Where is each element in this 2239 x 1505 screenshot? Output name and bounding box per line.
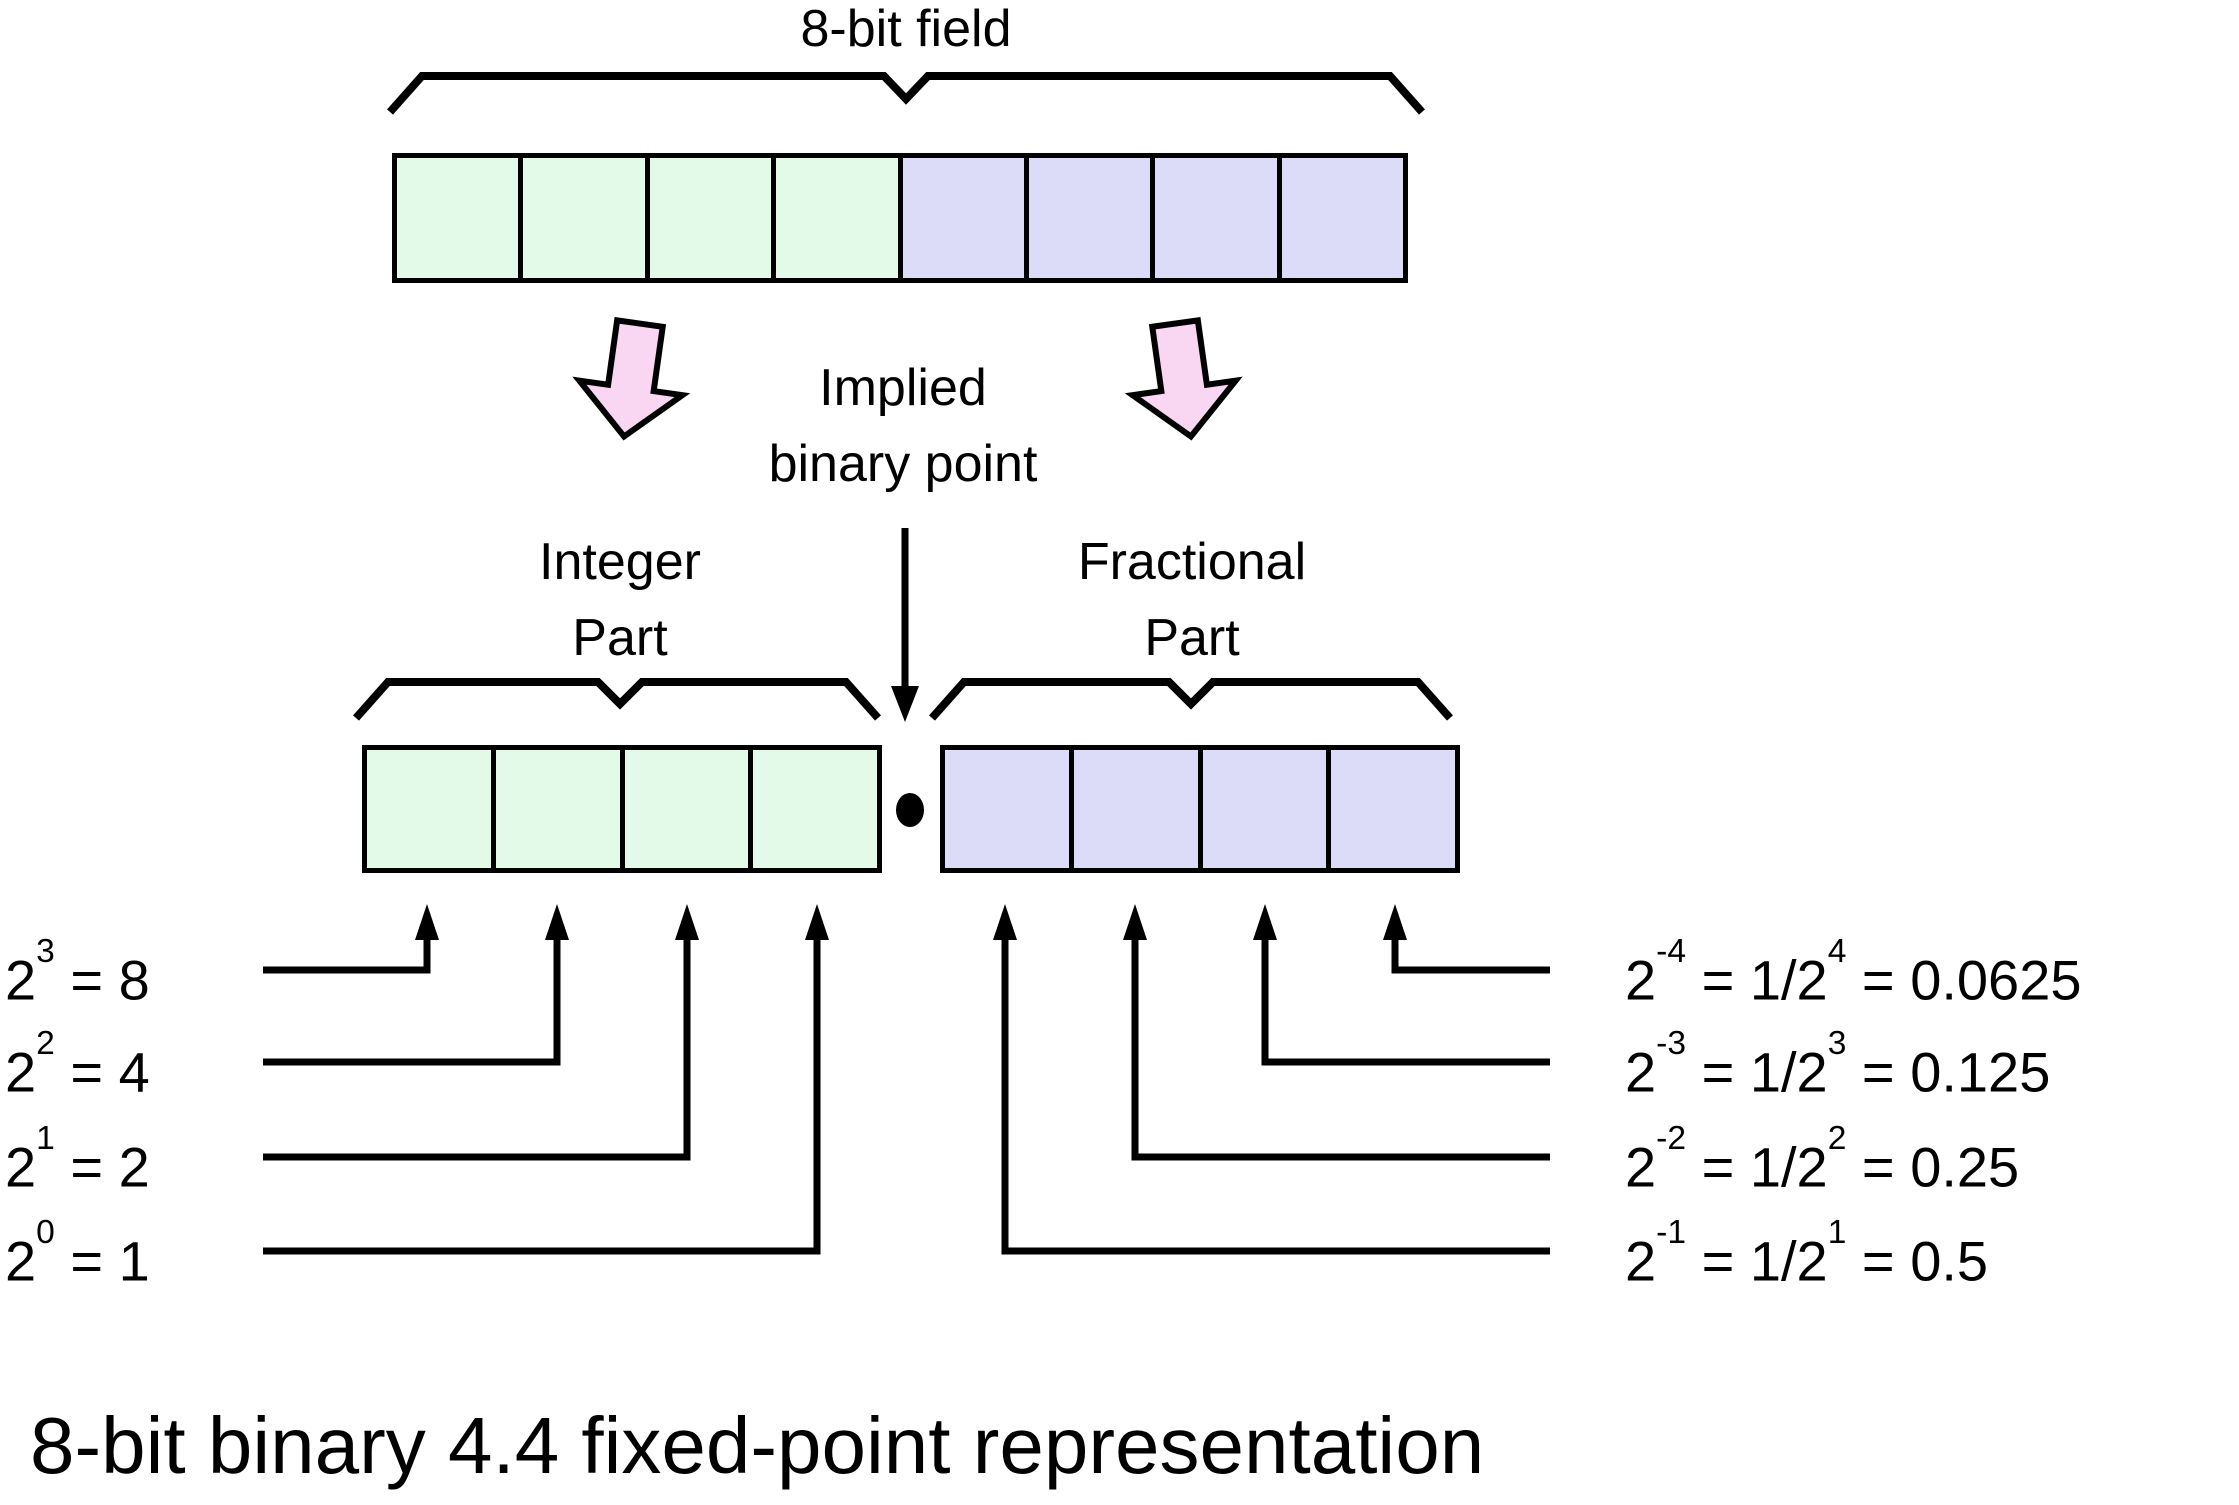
top-brace — [387, 72, 1425, 115]
integer-part-line1: Integer — [539, 533, 701, 591]
implied-line1: Implied — [819, 359, 987, 417]
fractional-part-line2: Part — [1144, 609, 1240, 667]
connector-frac-5 — [993, 904, 1550, 1255]
integer-weight-label-8: 23 = 8 — [5, 932, 150, 1012]
implied-line2: binary point — [768, 435, 1038, 493]
connector-frac-125 — [1253, 904, 1550, 1066]
fraction-weight-label-25: 2-2 = 1/22 = 0.25 — [1625, 1119, 2020, 1199]
pink-down-arrow-right — [1124, 316, 1243, 441]
bit-cell-frac-25 — [1023, 158, 1151, 278]
bit-field-row — [392, 153, 1408, 283]
bit-cell-int-1 — [771, 158, 898, 278]
integer-weight-label-1: 20 = 1 — [5, 1213, 150, 1293]
integer-part-row — [362, 745, 882, 873]
implied-point-arrow — [891, 528, 919, 722]
integer-brace — [353, 678, 881, 721]
connector-int-4 — [263, 904, 569, 1066]
fractional-part-row — [940, 745, 1460, 873]
fractional-part-line1: Fractional — [1077, 533, 1307, 591]
bit-cell-int-8 — [397, 158, 519, 278]
integer-weight-label-4: 22 = 4 — [5, 1024, 150, 1104]
integer-weight-label-2: 21 = 2 — [5, 1119, 150, 1199]
integer-part-line2: Part — [572, 609, 668, 667]
binary-point-dot — [896, 793, 924, 827]
bit-cell — [1197, 750, 1327, 868]
bit-cell — [619, 750, 749, 868]
pink-down-arrow-left — [572, 316, 691, 441]
bit-cell-frac-5 — [897, 158, 1024, 278]
implied-binary-point-label: Implied binary point — [769, 350, 1038, 502]
fractional-brace — [929, 678, 1453, 721]
bit-cell — [748, 750, 877, 868]
bit-cell — [490, 750, 620, 868]
fraction-weight-label-0625: 2-4 = 1/24 = 0.0625 — [1625, 932, 2082, 1012]
diagram-caption: 8-bit binary 4.4 fixed-point representat… — [30, 1401, 1485, 1490]
bit-cell — [1068, 750, 1198, 868]
bit-cell — [1326, 750, 1455, 868]
connector-int-1 — [263, 904, 829, 1255]
field-label: 8-bit field — [800, 0, 1012, 58]
fraction-weight-label-125: 2-3 = 1/23 = 0.125 — [1625, 1024, 2051, 1104]
fraction-weight-label-5: 2-1 = 1/21 = 0.5 — [1625, 1213, 1989, 1293]
integer-part-label: Integer Part — [539, 524, 701, 676]
bit-cell-frac-125 — [1150, 158, 1277, 278]
bit-cell — [367, 750, 491, 868]
fractional-part-label: Fractional Part — [1078, 524, 1306, 676]
connector-frac-25 — [1123, 904, 1550, 1161]
bit-cell — [945, 750, 1069, 868]
connector-frac-0625 — [1383, 904, 1550, 974]
bit-cell-int-2 — [644, 158, 772, 278]
connector-int-8 — [263, 904, 439, 974]
bit-cell-frac-0625 — [1276, 158, 1403, 278]
connector-int-2 — [263, 904, 699, 1161]
bit-cell-int-4 — [518, 158, 645, 278]
